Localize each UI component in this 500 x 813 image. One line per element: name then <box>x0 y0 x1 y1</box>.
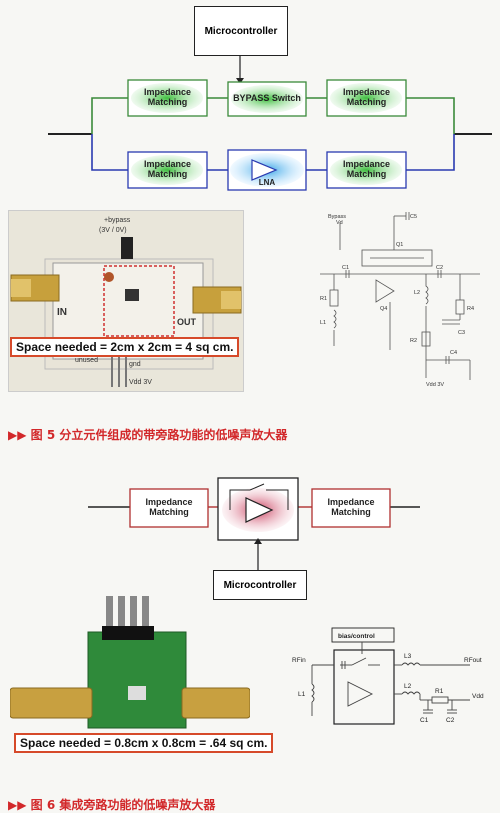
fig6-microcontroller-box: Microcontroller <box>213 570 307 600</box>
fig6-right-label: Impedance Matching <box>327 497 375 517</box>
fig6-schematic: bias/control RFin RFout Vdd L1 L3 L2 R1 … <box>292 627 484 725</box>
svg-text:R4: R4 <box>467 306 474 312</box>
fig6-l2: L2 <box>404 683 412 690</box>
svg-text:C4: C4 <box>450 350 457 356</box>
fig6-rfout: RFout <box>464 657 482 664</box>
fig5-photo-in: IN <box>57 307 67 318</box>
fig5-microcontroller-box: Microcontroller <box>194 6 288 56</box>
svg-text:Vdd 3V: Vdd 3V <box>426 382 444 388</box>
fig6-caption: ▶▶ 图 6 集成旁路功能的低噪声放大器 <box>8 798 216 812</box>
fig5-photo-bypass-volts: (3V / 0V) <box>99 227 127 234</box>
fig6-board-drawing <box>9 596 251 729</box>
fig5-photo-vdd: Vdd 3V <box>129 379 152 386</box>
fig6-c2: C2 <box>446 717 455 724</box>
fig5-photo-unused: unused <box>75 357 98 364</box>
fig6-board-photo <box>9 596 251 756</box>
fig5-space-needed: Space needed = 2cm x 2cm = 4 sq cm. <box>10 337 240 357</box>
fig6-left-label: Impedance Matching <box>145 497 193 517</box>
fig5-bot-right-label: Impedance Matching <box>342 159 391 179</box>
fig6-vdd: Vdd <box>472 693 484 700</box>
svg-text:L2: L2 <box>414 290 420 296</box>
fig5-lna-label: LNA <box>258 178 276 188</box>
fig5-top-right-label: Impedance Matching <box>342 87 391 107</box>
svg-text:C1: C1 <box>342 265 349 271</box>
svg-text:Q4: Q4 <box>380 306 387 312</box>
fig6-l1: L1 <box>298 691 306 698</box>
svg-text:R1: R1 <box>320 296 327 302</box>
svg-text:Q1: Q1 <box>396 242 403 248</box>
fig5-bypass-label: BYPASS Switch <box>233 93 301 104</box>
fig6-c1: C1 <box>420 717 429 724</box>
svg-text:L1: L1 <box>320 320 326 326</box>
fig6-r1: R1 <box>435 688 444 695</box>
fig6-rfin: RFin <box>292 657 306 664</box>
svg-text:C5: C5 <box>410 214 417 220</box>
fig6-bias-label: bias/control <box>338 633 375 640</box>
fig6-space-needed: Space needed = 0.8cm x 0.8cm = .64 sq cm… <box>14 733 274 753</box>
fig5-photo-bypass: +bypass <box>104 217 131 224</box>
fig5-top-left-label: Impedance Matching <box>143 87 192 107</box>
svg-text:R2: R2 <box>410 338 417 344</box>
svg-text:Bypass: Bypass <box>328 214 346 220</box>
svg-text:C2: C2 <box>436 265 443 271</box>
fig5-bot-left-label: Impedance Matching <box>143 159 192 179</box>
fig5-caption: ▶▶ 图 5 分立元件组成的带旁路功能的低噪声放大器 <box>8 428 288 442</box>
fig6-l3: L3 <box>404 653 412 660</box>
svg-text:Vd: Vd <box>336 220 343 226</box>
fig5-photo-out: OUT <box>177 317 196 327</box>
fig5-photo-gnd: gnd <box>129 361 141 368</box>
fig6-bias-box <box>331 627 395 643</box>
svg-text:C3: C3 <box>458 330 465 336</box>
